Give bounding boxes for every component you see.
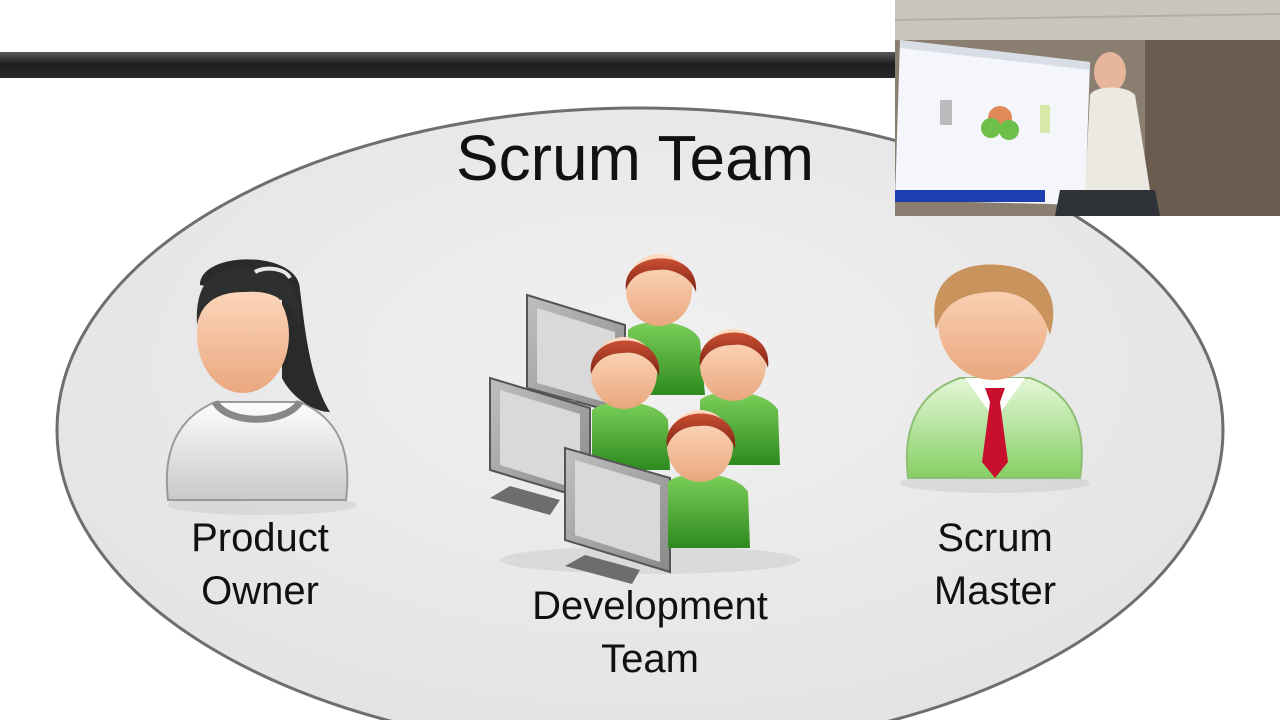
product-owner-label: Product Owner [130,512,390,618]
woman-avatar-icon [165,259,357,515]
scrum-master-label-line2: Master [933,569,1057,613]
scrum-master-label: Scrum Master [870,512,1120,618]
presenter-figure [1055,52,1160,216]
developers-at-computers-icon [489,254,800,584]
man-with-tie-avatar-icon [900,264,1090,493]
development-team-label: Development Team [490,580,810,686]
presenter-camera-inset [895,0,1280,216]
product-owner-label-line1: Product [191,516,329,560]
development-team-label-line2: Team [601,637,699,681]
development-team-label-line1: Development [532,584,768,628]
projected-slide-thumbnail [895,40,1090,205]
slide-title: Scrum Team [455,122,815,194]
scrum-master-label-line1: Scrum [937,516,1053,560]
product-owner-label-line2: Owner [201,569,319,613]
